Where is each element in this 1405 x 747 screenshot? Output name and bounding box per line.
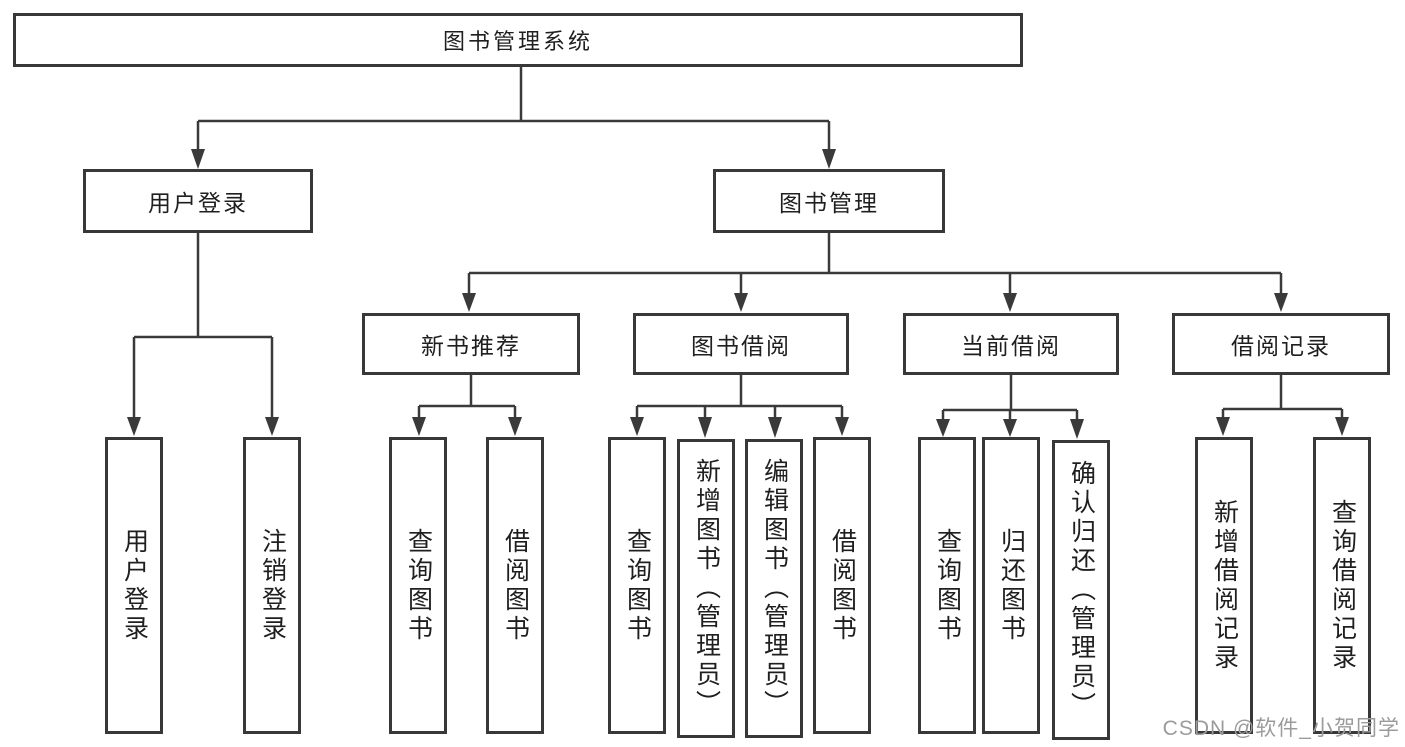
node-borrow-record: 借阅记录	[1172, 313, 1390, 375]
node-leaf-user-login: 用户登录	[105, 437, 163, 734]
node-user-login: 用户登录	[83, 169, 313, 233]
node-borrow-edit-book-admin: 编辑图书（管理员）	[745, 439, 803, 738]
connector-borrow-record-children	[1216, 375, 1349, 436]
node-record-query-borrow-record: 查询借阅记录	[1313, 437, 1371, 734]
connector-root-to-level2	[191, 67, 836, 169]
node-current-borrow: 当前借阅	[903, 313, 1119, 375]
node-borrow-query-book: 查询图书	[608, 437, 666, 734]
node-new-book-recommend: 新书推荐	[362, 313, 580, 375]
connector-book-borrow-children	[630, 375, 849, 438]
node-current-confirm-return-admin: 确认归还（管理员）	[1052, 440, 1110, 740]
node-current-return-book: 归还图书	[982, 437, 1040, 734]
node-record-add-borrow-record: 新增借阅记录	[1195, 437, 1253, 734]
connector-current-borrow-children	[936, 375, 1084, 439]
node-root: 图书管理系统	[13, 13, 1023, 67]
node-book-management: 图书管理	[713, 169, 945, 233]
connector-new-book-recommend-children	[412, 375, 522, 436]
node-book-borrow: 图书借阅	[633, 313, 849, 375]
csdn-watermark: CSDN @软件_小贺同学	[1162, 717, 1400, 740]
node-recommend-borrow-book: 借阅图书	[486, 437, 544, 734]
connector-user-login-children	[127, 233, 279, 436]
node-recommend-query-book: 查询图书	[389, 437, 447, 734]
node-borrow-borrow-book: 借阅图书	[813, 437, 871, 734]
node-leaf-logout: 注销登录	[243, 437, 301, 734]
node-borrow-add-book-admin: 新增图书（管理员）	[677, 439, 735, 738]
node-current-query-book: 查询图书	[918, 437, 976, 734]
connector-book-management-children	[462, 233, 1288, 312]
